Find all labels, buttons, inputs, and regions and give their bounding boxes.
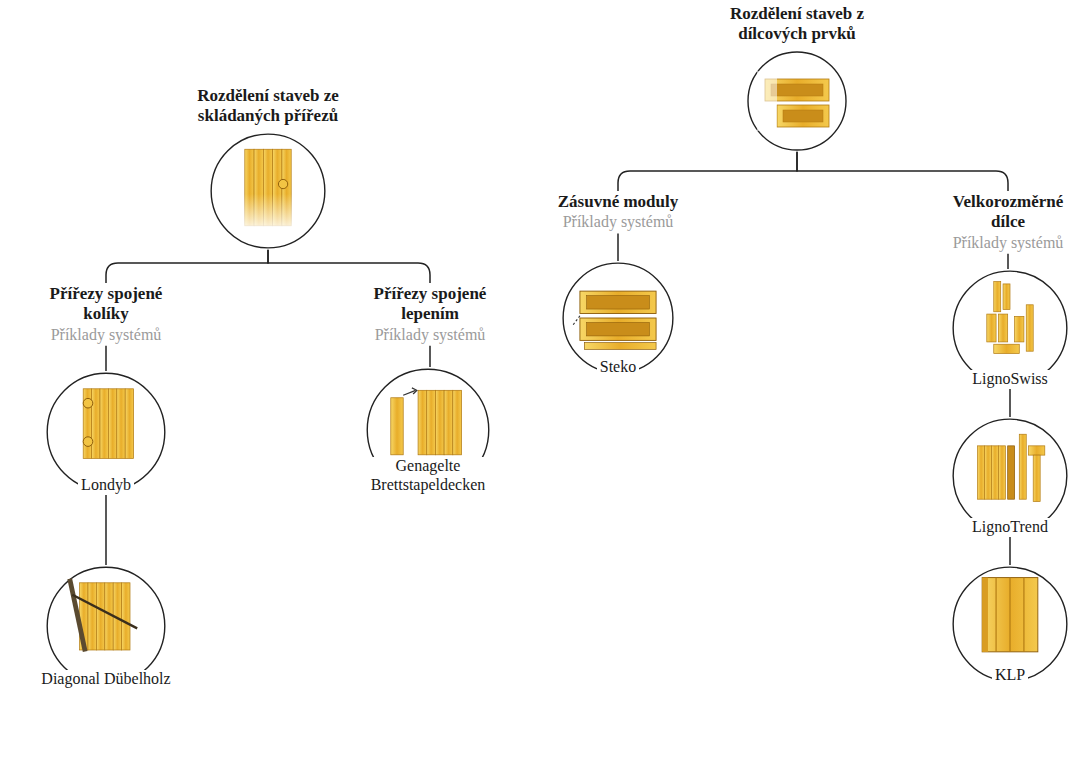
- system-circle: Diagonal Dübelholz: [21, 566, 191, 688]
- system-name: LignoTrend: [969, 518, 1051, 536]
- label-row: Londyb: [21, 476, 191, 494]
- label-row: Genagelte Brettstapeldecken: [341, 457, 515, 494]
- category-heading: Velkorozměrné dílcePříklady systémů: [938, 192, 1077, 253]
- system-illustration: [210, 133, 326, 249]
- category-heading: Zásuvné modulyPříklady systémů: [543, 192, 693, 232]
- examples-note: Příklady systémů: [938, 233, 1077, 253]
- system-circle: LignoSwiss: [927, 270, 1077, 388]
- category-title: Přířezy spojené kolíky: [31, 284, 181, 325]
- system-name: Genagelte Brettstapeldecken: [341, 457, 515, 494]
- circle-frame: [952, 566, 1068, 682]
- system-name: Diagonal Dübelholz: [38, 670, 173, 688]
- category-heading: Přířezy spojené kolíkyPříklady systémů: [31, 284, 181, 345]
- category-heading: Přířezy spojené lepenímPříklady systémů: [350, 284, 510, 345]
- tree-connector: [1009, 537, 1011, 565]
- tree-connector: [797, 152, 1008, 191]
- category-title: Přířezy spojené lepením: [350, 284, 510, 325]
- circle-frame: [46, 566, 166, 686]
- system-illustration: [747, 51, 847, 151]
- system-illustration: [952, 418, 1068, 534]
- category-title: Velkorozměrné dílce: [938, 192, 1077, 233]
- tree-connector: [105, 495, 107, 565]
- system-illustration: [46, 372, 166, 492]
- system-name: Steko: [597, 358, 639, 376]
- label-row: Diagonal Dübelholz: [21, 670, 191, 688]
- label-row: Steko: [537, 358, 699, 376]
- system-name: Londyb: [78, 476, 134, 494]
- tree-connector: [106, 250, 268, 283]
- system-name: KLP: [992, 666, 1028, 684]
- examples-note: Příklady systémů: [350, 325, 510, 345]
- circle-frame: [952, 418, 1068, 534]
- tree-connector: [1009, 389, 1011, 417]
- circle-frame: [747, 51, 847, 151]
- system-circle: Londyb: [21, 372, 191, 494]
- label-row: KLP: [927, 666, 1077, 684]
- category-title: Zásuvné moduly: [543, 192, 693, 212]
- label-row: LignoSwiss: [927, 370, 1077, 388]
- tree-connector: [617, 233, 619, 261]
- circle-frame: [46, 372, 166, 492]
- system-circle: LignoTrend: [927, 418, 1077, 536]
- tree-connector: [105, 346, 107, 371]
- system-circle: Genagelte Brettstapeldecken: [341, 368, 515, 494]
- system-circle: KLP: [927, 566, 1077, 684]
- circle-frame: [952, 270, 1068, 386]
- circle-frame: [210, 133, 326, 249]
- system-illustration: [46, 566, 166, 686]
- system-illustration: [952, 270, 1068, 386]
- examples-note: Příklady systémů: [31, 325, 181, 345]
- system-illustration: [952, 566, 1068, 682]
- system-circle: Steko: [537, 262, 699, 376]
- root-circle: Rozdělení staveb ze skládaných přířezů: [163, 86, 373, 249]
- tree-connector: [618, 152, 797, 191]
- root-circle: Rozdělení staveb z dílcových prvků: [702, 4, 892, 151]
- root-heading: Rozdělení staveb ze skládaných přířezů: [163, 86, 373, 127]
- system-name: LignoSwiss: [969, 370, 1051, 388]
- examples-note: Příklady systémů: [543, 212, 693, 232]
- root-heading: Rozdělení staveb z dílcových prvků: [702, 4, 892, 45]
- label-row: LignoTrend: [927, 518, 1077, 536]
- tree-connector: [429, 346, 431, 367]
- tree-connector: [268, 250, 430, 283]
- tree-connector: [1007, 254, 1009, 269]
